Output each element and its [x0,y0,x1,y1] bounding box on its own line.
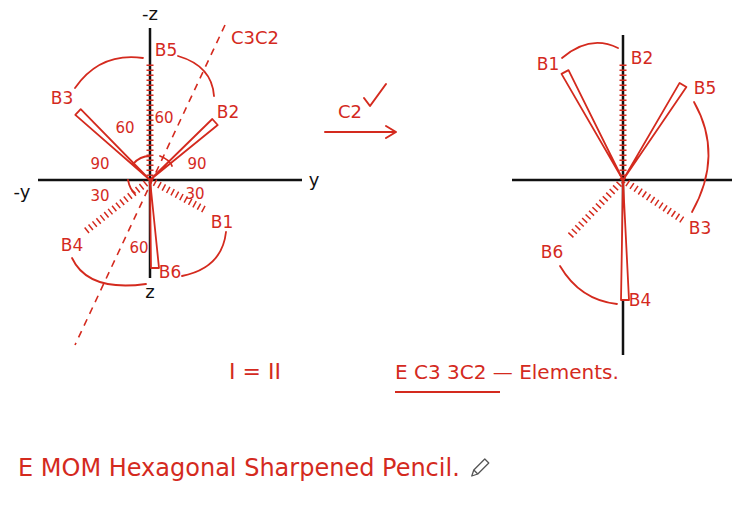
axis-label: -y [14,182,31,202]
bond-label: B6 [159,263,181,282]
pencil-icon [472,459,489,476]
angle-label: 60 [129,240,148,257]
wedge-bond [562,70,624,180]
hashed-bond [620,64,627,176]
angle-arc [560,266,617,304]
angle-arcs-left [72,56,226,286]
pencil-body [472,459,489,476]
angle-arc [182,232,226,276]
angle-arc [128,180,135,193]
title-note: E MOM Hexagonal Sharpened Pencil. [18,455,460,481]
hashed-bond [147,62,154,176]
angle-arc [562,43,618,58]
bond-label: B2 [217,103,239,122]
operation-label: C2 [338,102,362,122]
hashed-bond [623,180,684,221]
angle-label: 60 [154,110,173,127]
axis-label: -z [142,4,158,24]
arrow-shaft [325,131,395,133]
angle-arc [160,156,172,166]
bond-label: B6 [541,243,563,262]
hashed-bond [150,180,207,211]
bond-label: B5 [694,79,716,98]
bond-label: B1 [537,55,559,74]
bond-label: B2 [631,49,653,68]
wedge-bonds-left [75,109,217,268]
symmetry-axis [75,25,225,345]
pencil-tip [474,470,478,474]
hashed-bonds-right [569,64,684,237]
wedge-bond [150,180,159,268]
bond-label: B5 [155,41,177,60]
angle-arc [178,56,214,96]
axis-label: C3C2 [231,28,279,48]
underline [395,391,500,393]
hashed-bond [86,180,150,231]
bond-label: B4 [629,291,651,310]
bond-label: B4 [61,236,83,255]
wedge-bond [150,119,218,180]
angle-arc [75,57,143,88]
axis-label: z [145,282,154,302]
y-axis [38,179,302,182]
wedge-bond [623,83,686,180]
angle-label: 60 [115,120,134,137]
operation-arrow [325,84,396,138]
bond-label: B3 [51,89,73,108]
hashed-bonds-left [86,62,207,231]
angle-label: 30 [90,188,109,205]
axes-right [512,35,732,355]
angle-label: 90 [187,156,206,173]
angle-arcs-right [560,43,709,304]
arrow-head [386,126,396,138]
angle-label: 90 [90,156,109,173]
angle-arc [133,156,150,164]
angle-arc [72,258,146,286]
angle-arc [692,102,709,212]
axes-left [38,28,302,278]
wedge-bond [621,180,629,300]
bond-label: B1 [211,213,233,232]
angle-label: 30 [185,186,204,203]
bond-label: B3 [689,219,711,238]
check-mark [364,84,386,106]
equation-note: I = II [229,360,281,384]
elements-note: E C3 3C2 — Elements. [395,361,619,383]
wedge-bond [75,109,150,180]
axis-label: y [309,170,320,190]
hashed-bond [569,180,623,237]
